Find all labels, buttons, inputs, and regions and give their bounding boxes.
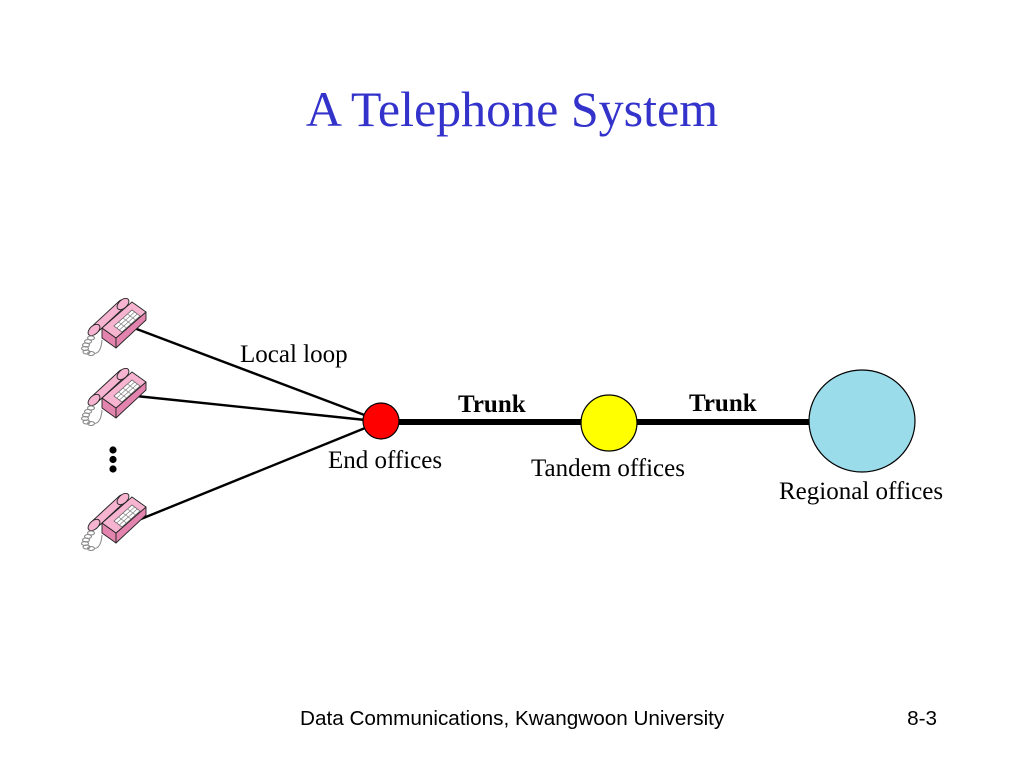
vertical-ellipsis-icon xyxy=(109,446,117,473)
regional-offices-label: Regional offices xyxy=(779,478,943,505)
trunk-label: Trunk xyxy=(689,390,757,417)
end-offices-label: End offices xyxy=(328,447,442,474)
local-loop-line xyxy=(133,326,376,421)
ellipsis-dot xyxy=(109,446,117,454)
slide-title: A Telephone System xyxy=(306,81,718,137)
local-loop-label: Local loop xyxy=(240,341,348,368)
page-number: 8-3 xyxy=(907,707,937,730)
ellipsis-dot xyxy=(109,465,117,473)
end-office-node xyxy=(362,402,400,440)
footer-text: Data Communications, Kwangwoon Universit… xyxy=(300,707,725,730)
local-loop-line xyxy=(135,394,376,423)
tandem-offices-label: Tandem offices xyxy=(531,455,685,482)
tandem-office-node xyxy=(580,394,638,452)
trunk-label: Trunk xyxy=(458,391,526,418)
local-loop-line xyxy=(135,422,376,523)
local-loop-lines xyxy=(133,326,376,523)
regional-office-node xyxy=(808,369,916,473)
ellipsis-dot xyxy=(109,455,117,464)
